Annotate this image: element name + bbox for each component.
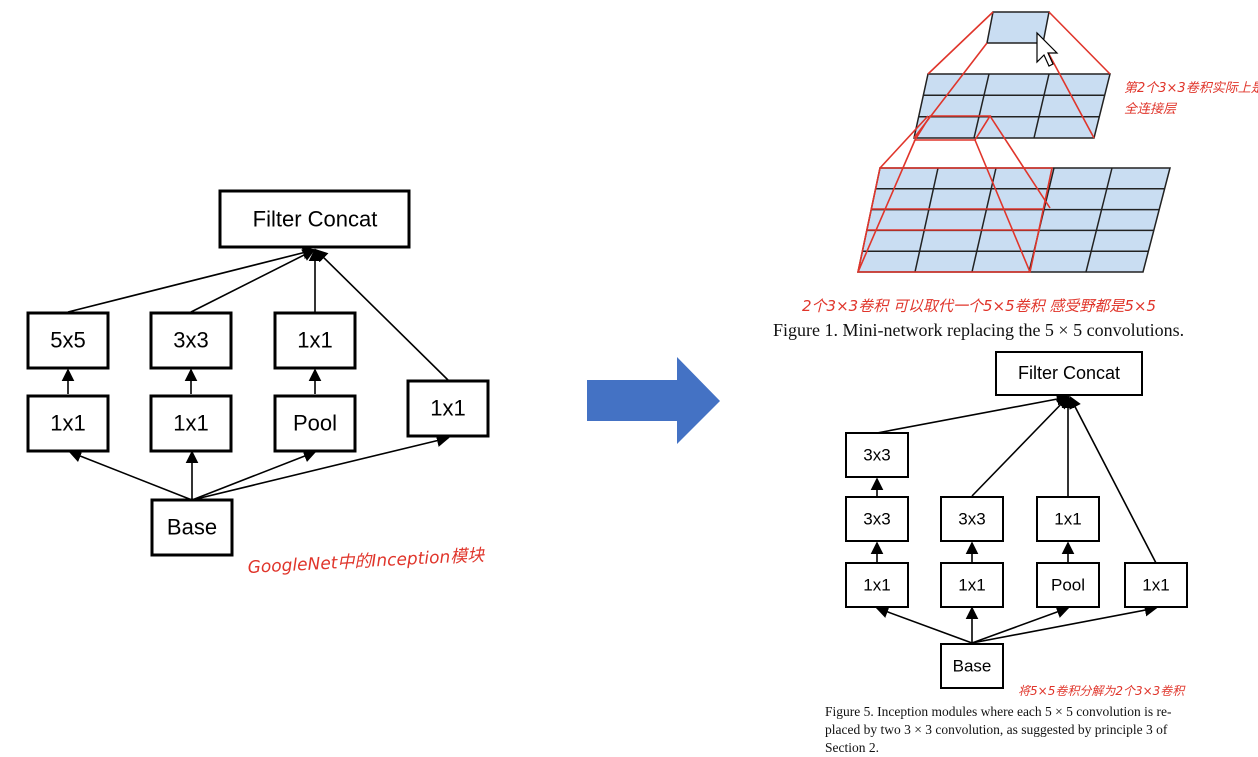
conv5x5-node: [26, 311, 110, 370]
node-label: 3x3: [863, 446, 890, 465]
edge: [191, 450, 317, 501]
conv3x3-node: [845, 432, 909, 478]
cursor-icon: [1036, 31, 1059, 67]
edge: [971, 395, 1070, 497]
conv1x1-node: [149, 394, 233, 453]
rf-region: [857, 167, 1053, 273]
middle-grid-3x3: [913, 73, 1111, 139]
filter-concat-label: Filter Concat: [1018, 363, 1120, 383]
conv1x1-node: [845, 562, 909, 608]
rf-line: [974, 139, 1031, 273]
figure1-receptive-field: 第2个3×3卷积实际上是 全连接层 2个3×3卷积 可以取代一个5×5卷积 感受…: [773, 11, 1258, 340]
figure1-caption: Figure 1. Mini-network replacing the 5 ×…: [773, 320, 1184, 340]
node-label: 3x3: [863, 510, 890, 529]
pool-node: [1036, 562, 1100, 608]
fig1-annotation-right-1: 第2个3×3卷积实际上是: [1124, 80, 1258, 96]
rf-line: [879, 115, 929, 169]
filter-concat-label: Filter Concat: [253, 207, 378, 232]
node-label: 1x1: [173, 411, 208, 436]
conv1x1-node: [26, 394, 110, 453]
base-label: Base: [953, 657, 992, 676]
transform-arrow: [587, 357, 720, 444]
edge: [314, 248, 449, 381]
figure5-caption-line2: placed by two 3 × 3 convolution, as sugg…: [825, 722, 1168, 737]
filter-concat-node: [218, 189, 411, 249]
rf-line: [927, 11, 994, 75]
rf-line: [1048, 11, 1111, 75]
edge: [876, 392, 1070, 434]
conv1x1-node: [1124, 562, 1188, 608]
fig5-annotation: 将5×5卷积分解为2个3×3卷积: [1018, 684, 1186, 698]
conv1x1-node: [273, 311, 357, 370]
node-label: 3x3: [958, 510, 985, 529]
edge: [875, 605, 973, 644]
edge: [190, 249, 316, 313]
base-node: [150, 498, 234, 557]
conv3x3-node: [845, 496, 909, 542]
conv3x3-node: [940, 496, 1004, 542]
edge: [971, 605, 1070, 644]
edge: [68, 450, 193, 501]
figure5-inception-module: Filter Concat 3x3 3x3 3x3 1x1 1x1 1x1 Po…: [825, 351, 1188, 755]
conv3x3-node: [149, 311, 233, 370]
fig1-annotation-bottom: 2个3×3卷积 可以取代一个5×5卷积 感受野都是5×5: [802, 297, 1156, 315]
node-label: 1x1: [430, 396, 465, 421]
conv1x1-node: [406, 379, 490, 438]
rf-line: [1042, 42, 1095, 139]
conv1x1-node: [1036, 496, 1100, 542]
conv1x1-node: [940, 562, 1004, 608]
base-node: [940, 643, 1004, 689]
filter-concat-node: [995, 351, 1143, 396]
edge: [67, 246, 316, 313]
figure5-caption-line3: Section 2.: [825, 740, 879, 755]
node-label: 5x5: [50, 328, 85, 353]
pool-node: [273, 394, 357, 453]
left-annotation: GoogleNet中的Inception模块: [247, 546, 485, 578]
edge: [971, 603, 1158, 644]
figure5-caption-line1: Figure 5. Inception modules where each 5…: [825, 704, 1172, 719]
edge: [1069, 395, 1157, 564]
input-grid-5x5: [857, 167, 1171, 273]
node-label: 1x1: [863, 576, 890, 595]
edge: [191, 434, 450, 501]
node-label: 1x1: [1142, 576, 1169, 595]
node-label: 3x3: [173, 328, 208, 353]
node-label: Pool: [1051, 576, 1085, 595]
base-label: Base: [167, 515, 217, 540]
fig1-annotation-right-2: 全连接层: [1124, 101, 1178, 117]
node-label: 1x1: [50, 411, 85, 436]
rf-line: [857, 139, 916, 273]
node-label: 1x1: [297, 328, 332, 353]
left-inception-module: Filter Concat 5x5 3x3 1x1 1x1 1x1 Pool 1…: [26, 189, 490, 578]
node-label: 1x1: [958, 576, 985, 595]
rf-line: [989, 115, 1051, 209]
node-label: Pool: [293, 411, 337, 436]
node-label: 1x1: [1054, 510, 1081, 529]
